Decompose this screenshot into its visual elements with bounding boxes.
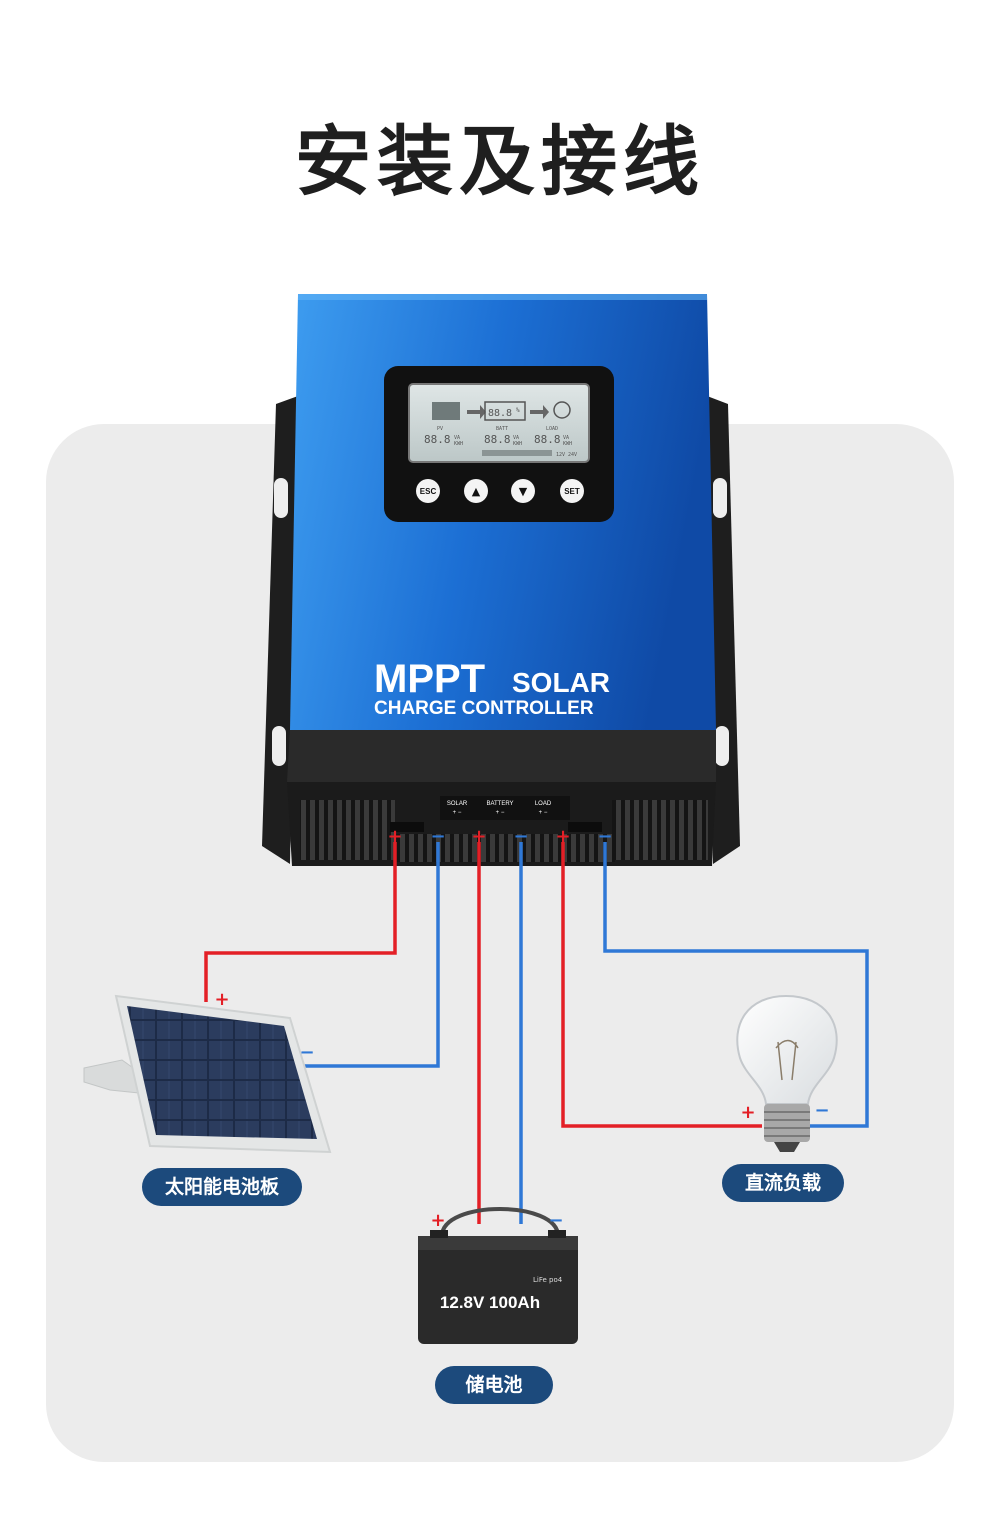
battery-minus: −	[548, 1210, 563, 1231]
battery-plus: +	[430, 1210, 445, 1231]
wire-load-negative	[603, 842, 869, 1128]
vent-grille-right	[612, 800, 708, 860]
brand-charge-controller: CHARGE CONTROLLER	[374, 698, 594, 719]
lcd-batt-unit-va: VA	[513, 435, 519, 441]
solar-plus: +	[214, 989, 229, 1010]
set-button[interactable]: SET	[560, 479, 584, 503]
battery-handle	[440, 1207, 560, 1237]
esc-button-label: ESC	[420, 487, 437, 496]
battery-label: 储电池	[435, 1366, 553, 1404]
solar-panel: + −	[83, 989, 332, 1154]
battery-terminal-positive	[430, 1230, 448, 1238]
lcd-voltage-tag: 12V 24V	[556, 452, 577, 458]
lcd-batt-digits: 88.8	[484, 433, 511, 446]
arrow-right-icon	[467, 405, 486, 419]
terminal-load-label: LOAD	[535, 801, 552, 807]
battery-terminal-negative	[548, 1230, 566, 1238]
load-plus: +	[740, 1102, 755, 1123]
dc-load-label: 直流负载	[722, 1164, 844, 1202]
terminal-solar-minus: −	[430, 826, 445, 847]
lcd-pv-unit-va: VA	[454, 435, 460, 441]
wire-solar-negative	[302, 842, 440, 1068]
lcd-batt-label: BATT	[496, 426, 508, 432]
up-arrow-icon: ▲	[472, 485, 481, 498]
battery: LiFe po4 12.8V 100Ah + −	[418, 1207, 578, 1344]
pv-panel-icon	[432, 402, 460, 420]
set-button-label: SET	[564, 487, 580, 496]
terminal-solar-label: SOLAR	[447, 801, 468, 807]
lcd-pv-unit-kwh: KWH	[454, 441, 463, 447]
terminal-block	[440, 796, 570, 820]
lcd-status-bar	[482, 450, 552, 456]
lcd-batt-unit-kwh: KWH	[513, 441, 522, 447]
lcd-load-unit-kwh: KWH	[563, 441, 572, 447]
lcd-load-digits: 88.8	[534, 433, 561, 446]
light-bulb: + −	[736, 994, 838, 1152]
wire-solar-positive	[204, 842, 397, 1002]
up-button[interactable]: ▲	[464, 479, 488, 503]
terminal-battery-label: BATTERY	[486, 801, 513, 807]
wire-load-positive	[561, 842, 762, 1128]
terminal-battery-plus: +	[471, 826, 486, 847]
page-title: 安装及接线	[295, 117, 705, 206]
down-arrow-icon: ▼	[519, 485, 528, 498]
brand-solar: SOLAR	[512, 667, 610, 698]
esc-button[interactable]: ESC	[416, 479, 440, 503]
battery-rating: 12.8V 100Ah	[440, 1293, 540, 1312]
vent-grille-left	[300, 800, 395, 860]
wires	[204, 842, 869, 1224]
battery-icon	[484, 401, 526, 421]
charge-controller: SOLAR BATTERY LOAD + − + − + − MPPT SOLA…	[287, 294, 716, 866]
solar-minus: −	[299, 1042, 314, 1063]
lcd-batt-percent-digits: 88.8	[488, 408, 512, 419]
brand-mppt: MPPT	[374, 657, 485, 701]
lcd-pv-digits: 88.8	[424, 433, 451, 446]
terminal-load-minus: −	[597, 826, 612, 847]
terminal-load-plus: +	[555, 826, 570, 847]
bulb-icon	[553, 401, 571, 419]
solar-panel-label: 太阳能电池板	[142, 1168, 302, 1206]
battery-chemistry: LiFe po4	[533, 1276, 563, 1284]
bulb-filament	[775, 1039, 799, 1081]
arrow-right-icon-2	[530, 405, 549, 419]
terminal-battery-minus: −	[513, 826, 528, 847]
terminal-battery-polarity: + −	[496, 810, 505, 816]
lcd-pv-label: PV	[437, 426, 443, 432]
mounting-bracket-left	[262, 396, 298, 864]
terminal-solar-plus: +	[387, 826, 402, 847]
down-button[interactable]: ▼	[511, 479, 535, 503]
lcd-load-label: LOAD	[546, 426, 558, 432]
terminal-solar-polarity: + −	[453, 810, 462, 816]
terminal-load-polarity: + −	[539, 810, 548, 816]
lcd-load-unit-va: VA	[563, 435, 569, 441]
load-minus: −	[814, 1100, 829, 1121]
lcd-percent-sign: %	[516, 407, 520, 414]
